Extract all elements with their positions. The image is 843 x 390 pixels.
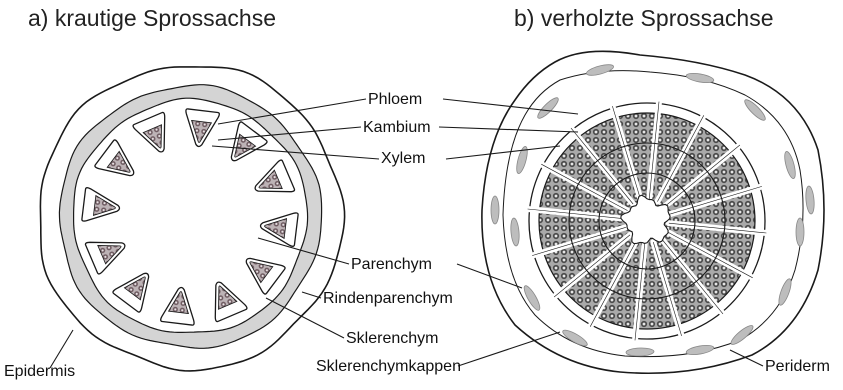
label-kambium: Kambium [363, 119, 431, 137]
herbaceous-stem [40, 67, 344, 371]
leader-line [458, 332, 560, 366]
label-phloem: Phloem [368, 91, 422, 109]
label-periderm: Periderm [765, 358, 830, 376]
label-parenchym: Parenchym [351, 256, 432, 274]
label-epidermis: Epidermis [4, 363, 75, 381]
label-sklerenchym: Sklerenchym [346, 330, 438, 348]
woody-stem [482, 51, 824, 373]
label-sklerenchymkappen: Sklerenchymkappen [316, 358, 461, 376]
label-xylem: Xylem [381, 150, 425, 168]
sclerenchyma-cap [796, 218, 804, 246]
label-rindenparenchym: Rindenparenchym [323, 290, 453, 308]
sclerenchyma-cap [491, 196, 499, 224]
title-herbaceous: a) krautige Sprossachse [28, 5, 276, 32]
title-woody: b) verholzte Sprossachse [514, 5, 774, 32]
